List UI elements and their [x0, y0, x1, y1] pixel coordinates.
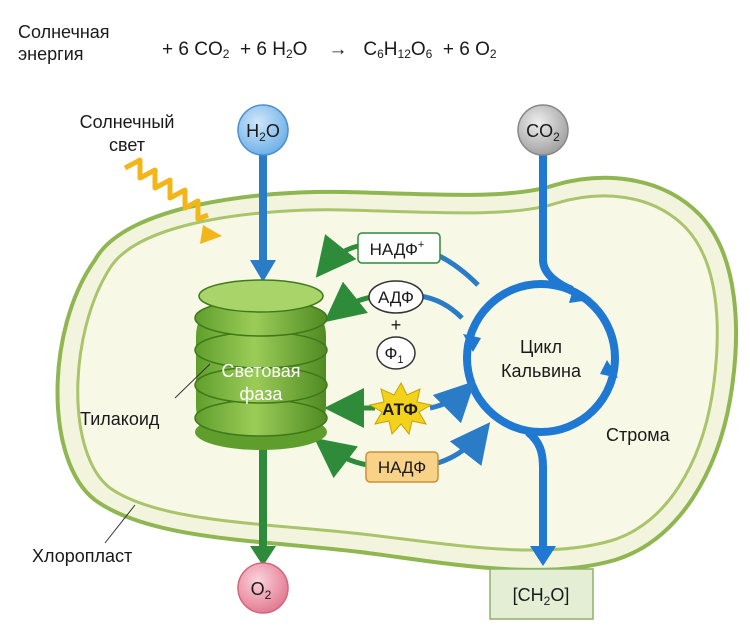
- calvin-label-line1: Цикл: [520, 337, 562, 357]
- equation-o2-sub: 2: [489, 47, 497, 61]
- oxygen-arrowhead-icon: [250, 546, 276, 566]
- nadp-plus-main: НАДФ: [370, 240, 418, 259]
- calvin-arrowhead-right-icon: [600, 360, 618, 378]
- calvin-arrowhead-left-icon: [463, 334, 481, 352]
- oxygen-bubble: [237, 562, 289, 614]
- pi-oval: [376, 336, 416, 370]
- photosynthesis-equation: + 6 CO2 + 6 H2O → C6H12O6 + 6 O2: [162, 39, 497, 61]
- pi-label: Ф1: [384, 344, 403, 366]
- equation-glucose-o: O: [410, 39, 426, 60]
- calvin-label-line2: Кальвина: [501, 361, 582, 381]
- water-arrowhead-icon: [250, 260, 276, 282]
- carbohydrate-arrowhead-icon: [530, 546, 556, 566]
- sunlight-label-line1: Солнечный: [80, 112, 175, 132]
- equation-h2o: + 6 H2O: [239, 39, 308, 61]
- nadp-plus-label: НАДФ+: [370, 239, 425, 259]
- nadp-return-arrow-green: [315, 234, 359, 278]
- atp-arrow-blue: [429, 380, 476, 424]
- adp-oval: [368, 280, 424, 314]
- oxygen-label-sub: 2: [265, 588, 272, 602]
- adp-label: АДФ: [378, 288, 414, 307]
- equation-glucose-c: C: [363, 39, 378, 60]
- equation-h2o-o: O: [292, 39, 308, 60]
- chloroplast-leader-line: [104, 504, 136, 544]
- light-phase-label-line2: фаза: [240, 384, 284, 404]
- thylakoid-stack: [194, 279, 328, 450]
- atp-star-icon: [368, 381, 433, 436]
- sunlight-arrow-icon: [200, 225, 222, 244]
- adp-return-arrow-green: [324, 281, 373, 323]
- sunlight-wave-icon: [123, 157, 209, 222]
- calvin-cycle-ring: [463, 280, 619, 436]
- equation-glucose: C6H12O6: [363, 39, 433, 61]
- equation-glucose-h: H: [383, 39, 398, 60]
- nadph-box: [365, 451, 439, 483]
- light-phase-label-line1: Световая: [222, 361, 301, 381]
- water-label: H2O: [246, 121, 280, 144]
- equation-h2o-text: + 6 H: [239, 39, 286, 60]
- pi-sub: 1: [397, 354, 403, 366]
- equation-solar-line1: Солнечная: [18, 22, 110, 42]
- calvin-arrowhead-top-icon: [569, 289, 590, 303]
- water-label-sub: 2: [259, 130, 266, 144]
- co2-label-main: CO: [526, 121, 553, 141]
- thylakoid-label: Тилакоид: [80, 409, 160, 429]
- equation-h2o-sub: 2: [285, 47, 293, 61]
- equation-o2: + 6 O2: [442, 39, 497, 61]
- plus-sign: +: [391, 315, 402, 335]
- nadp-plus-sup: +: [418, 239, 424, 251]
- equation-solar-line2: энергия: [18, 44, 84, 64]
- nadph-arrow-green: [314, 437, 369, 479]
- equation-co2-sub: 2: [222, 47, 230, 61]
- thylakoid-leader-line: [174, 363, 211, 399]
- carbohydrate-label-post: O]: [550, 585, 569, 605]
- equation-co2: + 6 CO2: [162, 39, 230, 61]
- sunlight-label-line2: свет: [109, 135, 145, 155]
- equation-solar-label: Солнечная энергия: [18, 21, 110, 65]
- equation-o2-text: + 6 O: [442, 39, 490, 60]
- atp-label: АТФ: [382, 400, 418, 419]
- equation-arrow: →: [328, 39, 348, 60]
- stroma-label: Строма: [606, 425, 671, 445]
- co2-label-sub: 2: [553, 130, 560, 144]
- carbohydrate-box: [489, 568, 594, 620]
- oxygen-label-main: O: [251, 579, 265, 599]
- equation-co2-text: + 6 CO: [162, 39, 223, 60]
- oxygen-label: O2: [251, 579, 272, 602]
- carbohydrate-label: [CH2O]: [513, 585, 570, 608]
- water-bubble: [237, 104, 289, 156]
- water-label-o: O: [266, 121, 280, 141]
- nadp-plus-box: [357, 232, 441, 264]
- chloroplast-label: Хлоропласт: [32, 546, 132, 566]
- equation-glucose-c-sub: 6: [377, 47, 384, 61]
- co2-bubble: [517, 104, 569, 156]
- nadph-label: НАДФ: [378, 458, 426, 477]
- pi-main: Ф: [384, 344, 397, 363]
- water-label-h: H: [246, 121, 259, 141]
- co2-label: CO2: [526, 121, 560, 144]
- equation-glucose-h-sub: 12: [397, 47, 411, 61]
- carbohydrate-label-sub: 2: [544, 594, 551, 608]
- carbohydrate-label-pre: [CH: [513, 585, 544, 605]
- equation-glucose-o-sub: 6: [425, 47, 433, 61]
